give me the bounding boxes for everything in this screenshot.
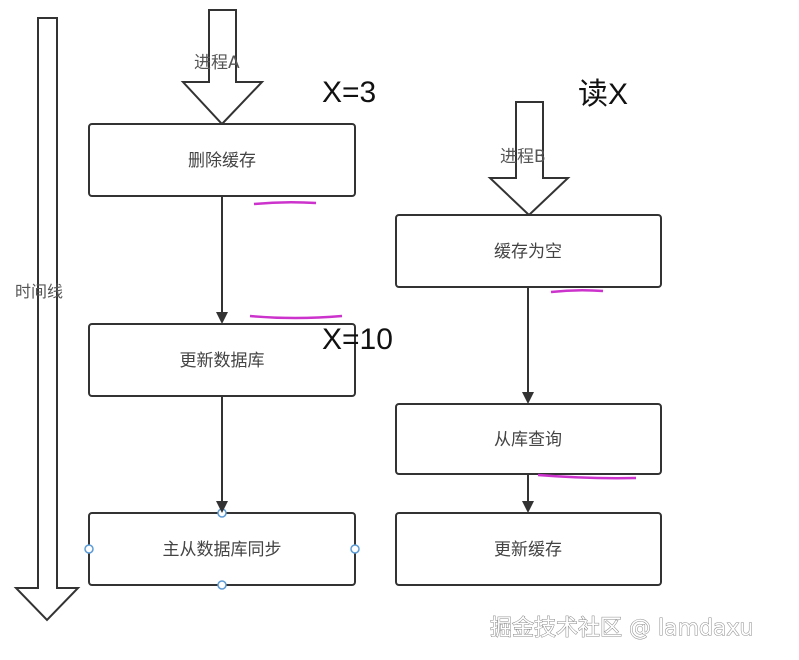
connector-b-1 bbox=[522, 287, 534, 404]
process-a-arrow bbox=[180, 9, 265, 126]
timeline-arrow bbox=[13, 17, 81, 622]
underline-mark-4 bbox=[537, 473, 637, 480]
selection-handle-bottom bbox=[217, 580, 227, 590]
step-update-cache-label: 更新缓存 bbox=[494, 540, 562, 560]
watermark: 掘金技术社区 @ lamdaxu bbox=[490, 616, 753, 641]
process-a-value-note: X=3 bbox=[322, 76, 376, 109]
timeline-label: 时间线 bbox=[15, 282, 63, 301]
connector-b-2 bbox=[522, 474, 534, 513]
process-b-arrow bbox=[487, 101, 571, 217]
connector-a-2 bbox=[216, 396, 228, 513]
connector-a-1 bbox=[216, 196, 228, 324]
underline-mark-1 bbox=[253, 200, 317, 206]
step-query-replica-label: 从库查询 bbox=[494, 430, 562, 450]
selection-handle-right bbox=[350, 544, 360, 554]
step-cache-empty-label: 缓存为空 bbox=[494, 242, 562, 262]
step-update-db-label: 更新数据库 bbox=[180, 351, 265, 371]
step-delete-cache-label: 删除缓存 bbox=[188, 151, 256, 171]
process-a-label: 进程A bbox=[194, 53, 240, 73]
step-update-cache-box bbox=[395, 512, 662, 586]
underline-mark-2 bbox=[249, 314, 343, 320]
selection-handle-left bbox=[84, 544, 94, 554]
underline-mark-3 bbox=[550, 288, 604, 294]
process-b-label: 进程B bbox=[500, 147, 546, 167]
process-b-read-note: 读X bbox=[578, 78, 628, 111]
step-sync-db-label: 主从数据库同步 bbox=[163, 540, 282, 560]
process-a-update-note: X=10 bbox=[322, 323, 393, 356]
